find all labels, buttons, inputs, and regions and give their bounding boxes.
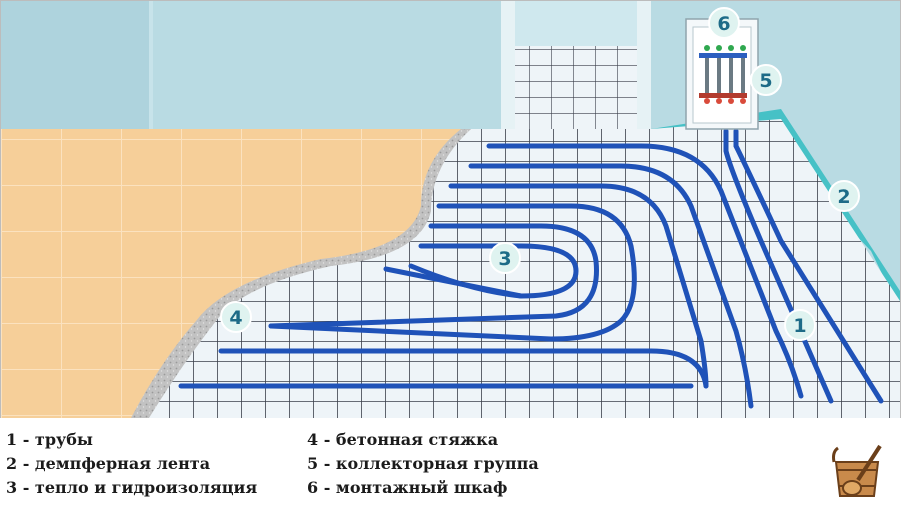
callout-4: 4 [220,301,252,333]
legend-item-damper-tape: 2 - демпферная лента [6,454,211,473]
legend-panel: 1 - трубы 2 - демпферная лента 3 - тепло… [0,418,901,514]
legend-column-left: 1 - трубы 2 - демпферная лента 3 - тепло… [6,428,257,500]
legend-item-manifold: 5 - коллекторная группа [307,454,539,473]
legend-column-right: 4 - бетонная стяжка 5 - коллекторная гру… [307,428,539,500]
underfloor-heating-diagram: 6 5 2 3 4 1 [1,1,900,418]
svg-text:4: 4 [229,307,242,329]
doorway [501,1,651,131]
floor-tiles [1,129,461,418]
svg-text:1: 1 [793,315,806,337]
callout-1: 1 [784,309,816,341]
callout-2: 2 [828,180,860,212]
svg-text:2: 2 [837,186,850,208]
svg-text:6: 6 [717,13,730,35]
callout-5: 5 [750,64,782,96]
svg-text:3: 3 [498,248,511,270]
heating-pipes [178,128,884,409]
svg-text:5: 5 [759,70,772,92]
manifold-group [699,45,747,104]
legend-item-insulation: 3 - тепло и гидроизоляция [6,478,258,497]
callout-6: 6 [708,7,740,39]
legend-item-cabinet: 6 - монтажный шкаф [307,478,508,497]
legend-item-pipes: 1 - трубы [6,430,93,449]
callout-3: 3 [489,242,521,274]
legend-item-screed: 4 - бетонная стяжка [307,430,499,449]
sauna-bucket-ladle-icon [832,444,882,497]
